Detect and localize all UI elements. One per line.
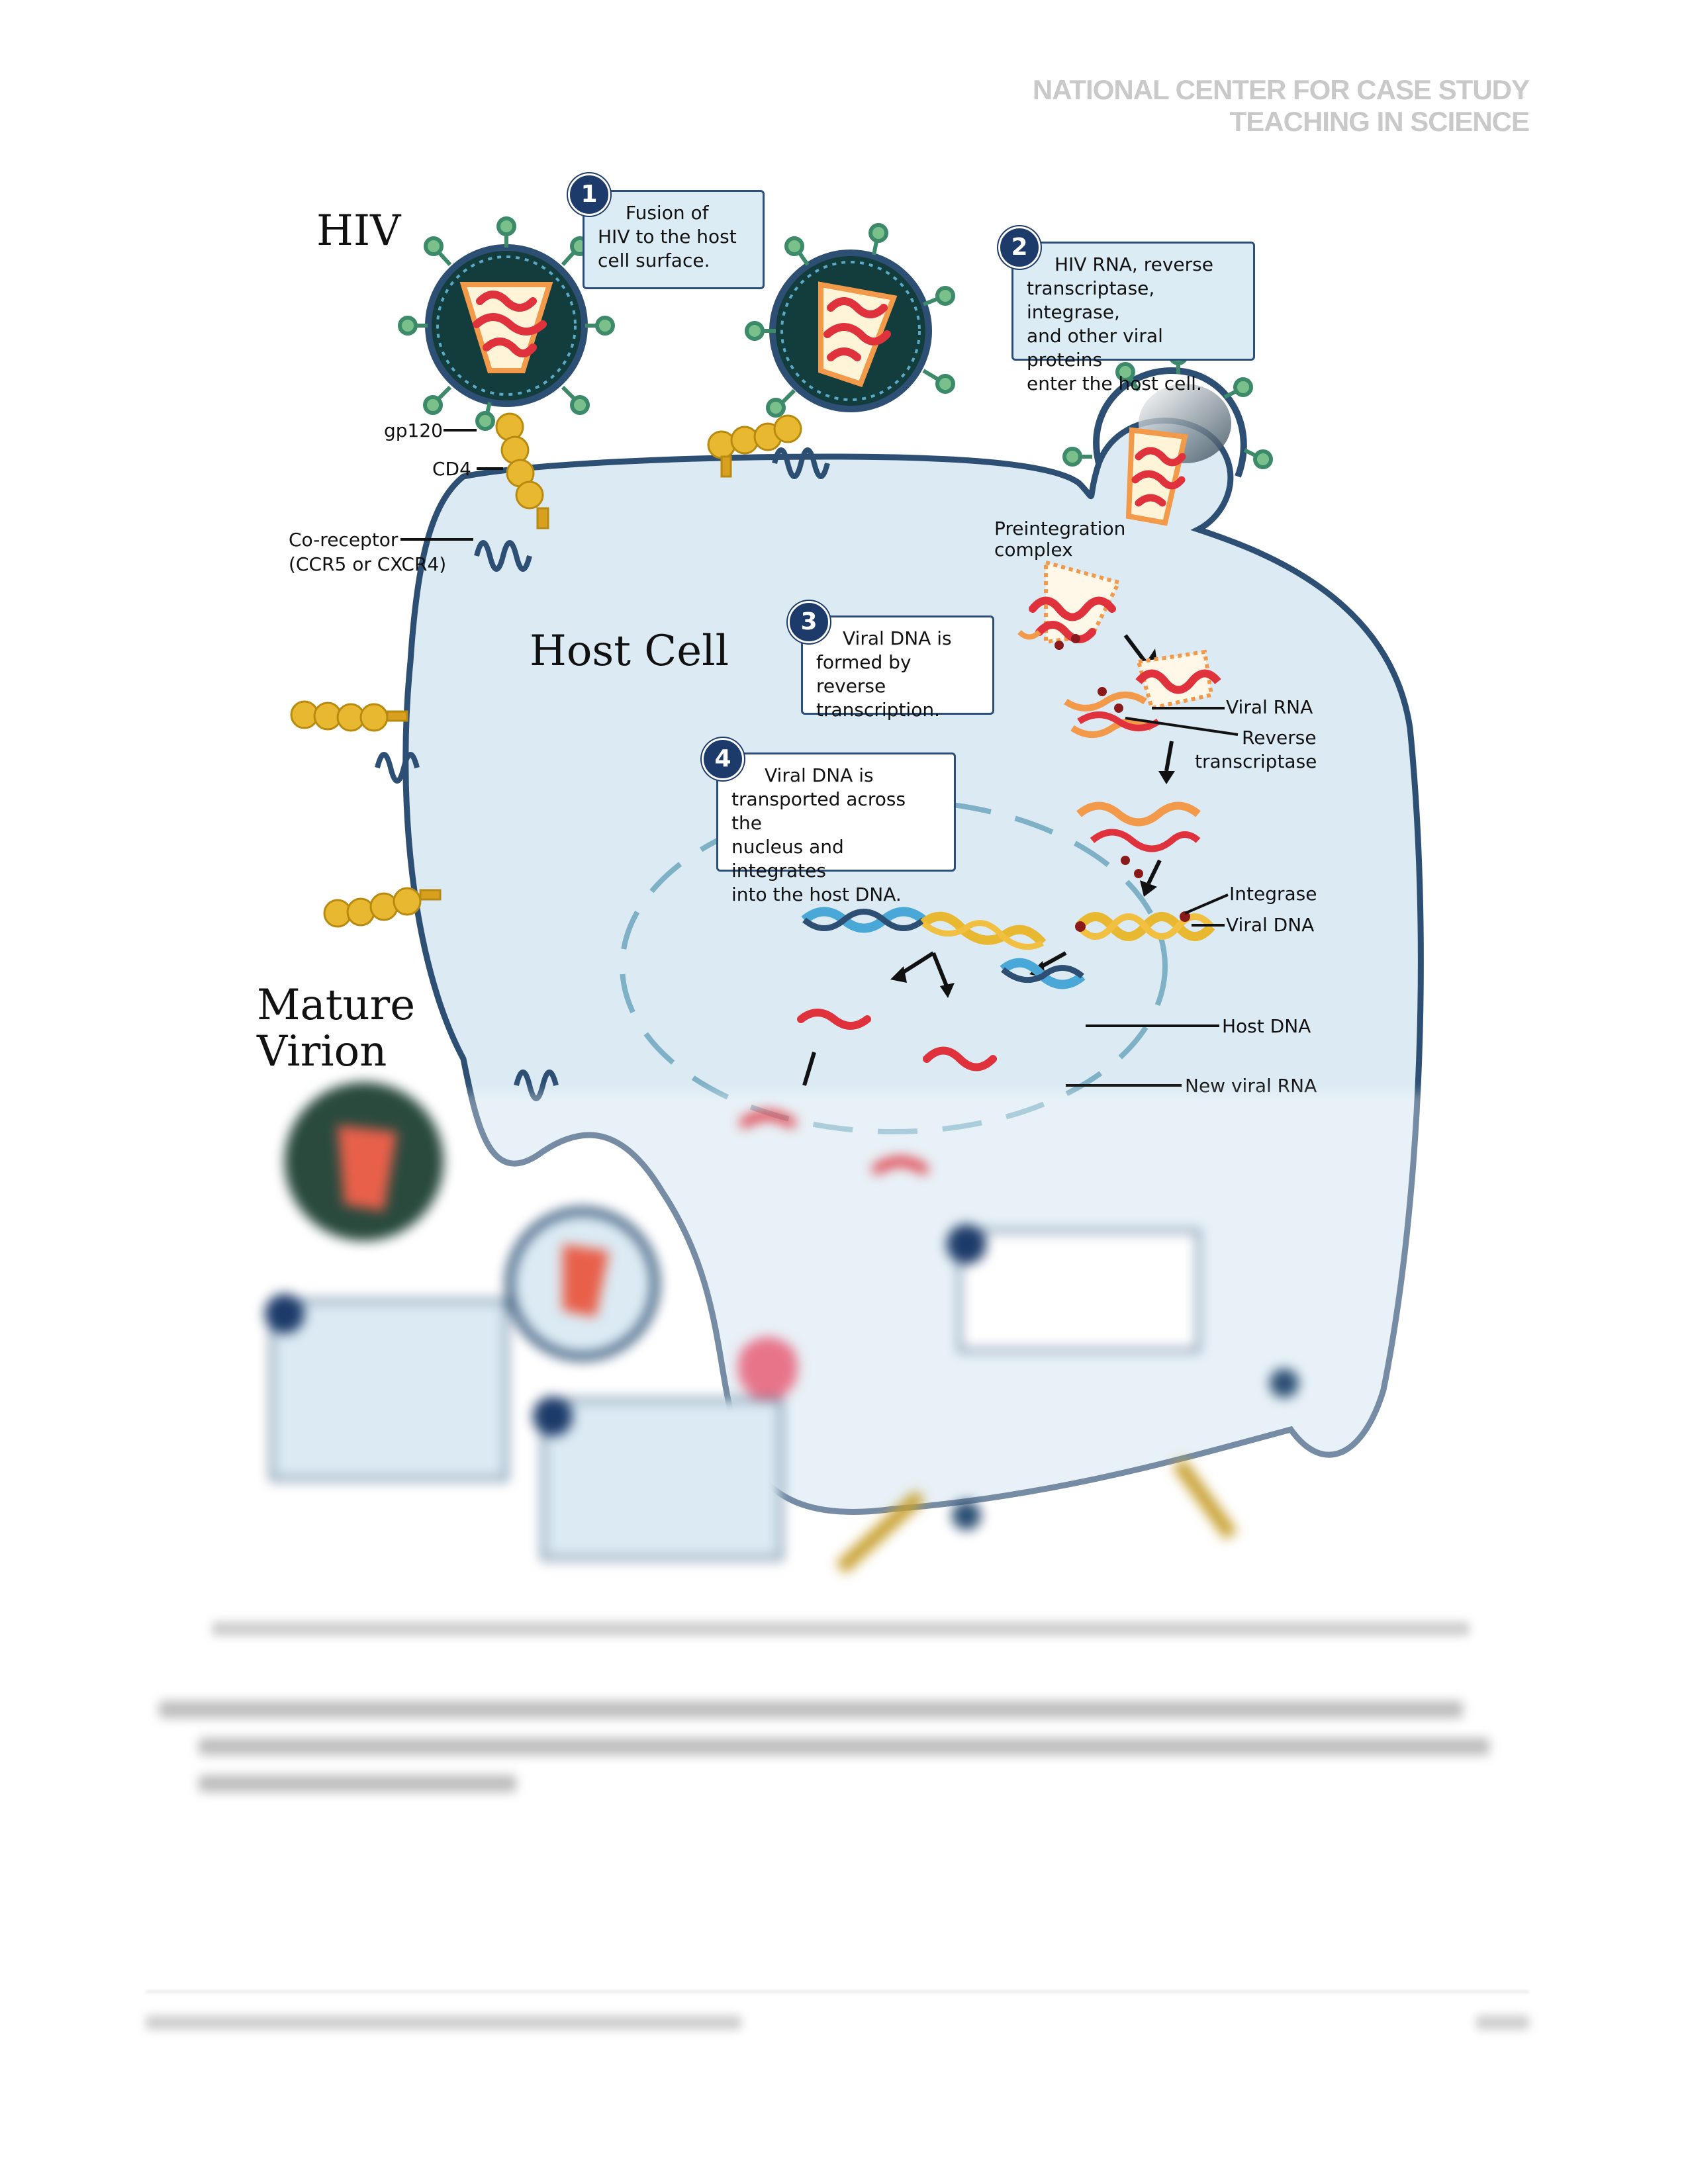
label-integrase: Integrase <box>1229 883 1317 905</box>
label-viral-dna: Viral DNA <box>1226 914 1314 936</box>
host-dna <box>801 907 1086 989</box>
hiv-replication-figure: HIV Host Cell Mature Virion gp120 CD4 Co… <box>238 206 1430 1574</box>
label-new-viral-rna: New viral RNA <box>1185 1075 1317 1097</box>
step-3-line-1: Viral DNA is <box>843 627 952 649</box>
cd4-receptor-2 <box>707 414 802 478</box>
cd4-receptor-1 <box>495 412 549 529</box>
footer-rule <box>146 1991 1529 1993</box>
step-4-line-2: transported across the <box>731 788 906 834</box>
step-3-line-2: formed by reverse <box>816 651 912 697</box>
step-2-box: HIV RNA, reverse transcriptase, integras… <box>1011 242 1255 394</box>
label-preintegration-2: complex <box>994 539 1073 561</box>
viral-dna-forming <box>1076 801 1201 878</box>
label-coreceptor-1: Co-receptor <box>289 529 399 551</box>
step-1-line-2: HIV to the host <box>598 226 737 248</box>
label-cd4: CD4 <box>432 458 471 480</box>
coreceptor-1 <box>474 540 532 572</box>
preintegration-complex <box>1017 560 1122 650</box>
step-4-number: 4 <box>702 738 744 780</box>
virion-2 <box>745 223 955 418</box>
step-4-box: Viral DNA is transported across the nucl… <box>716 752 956 905</box>
step-2-line-2: transcriptase, integrase, <box>1027 277 1155 323</box>
free-coreceptors <box>375 752 559 1101</box>
title-mature-virion-2: Virion <box>256 1027 387 1076</box>
step-3-number: 3 <box>788 601 830 643</box>
label-viral-rna: Viral RNA <box>1226 696 1313 718</box>
step-4-line-3: nucleus and integrates <box>731 836 844 882</box>
step-3-line-3: transcription. <box>816 699 940 721</box>
arrow-2 <box>1164 741 1174 772</box>
reverse-transcription <box>1064 649 1221 738</box>
virion-1 <box>398 216 615 431</box>
figure-caption-blurred <box>212 1621 1483 1636</box>
question-text-blurred <box>159 1701 1489 1792</box>
footer-left-blurred <box>146 2015 741 2030</box>
free-cd4-receptors <box>290 700 442 928</box>
viral-dna-integrase <box>1075 911 1215 941</box>
step-4-line-1: Viral DNA is <box>765 764 874 786</box>
step-3-box: Viral DNA is formed by reverse transcrip… <box>801 615 994 721</box>
arrow-1 <box>1123 634 1147 663</box>
label-preintegration-1: Preintegration <box>994 518 1125 539</box>
step-4-line-4: into the host DNA. <box>731 884 902 905</box>
arrow-6 <box>802 1052 816 1086</box>
arrow-3 <box>1147 859 1162 885</box>
coreceptor-2 <box>772 447 830 479</box>
label-host-dna: Host DNA <box>1222 1015 1311 1037</box>
label-coreceptor-2: (CCR5 or CXCR4) <box>289 553 446 575</box>
title-hiv: HIV <box>316 206 402 255</box>
label-gp120: gp120 <box>384 420 443 441</box>
step-1-box: Fusion of HIV to the host cell surface. <box>583 190 765 289</box>
step-2-line-1: HIV RNA, reverse <box>1055 253 1213 275</box>
label-reverse-1: Reverse <box>1242 727 1317 749</box>
new-viral-rna <box>797 1009 997 1071</box>
step-1-number: 1 <box>568 173 610 216</box>
step-2-line-4: enter the host cell. <box>1027 373 1202 394</box>
page-header: NATIONAL CENTER FOR CASE STUDY TEACHING … <box>1032 74 1530 137</box>
title-mature-virion-1: Mature <box>257 981 415 1030</box>
step-1-line-1: Fusion of <box>626 202 709 224</box>
step-2-line-3: and other viral proteins <box>1027 325 1163 371</box>
step-2-number: 2 <box>998 226 1041 269</box>
label-reverse-2: transcriptase <box>1195 751 1317 772</box>
step-1-line-3: cell surface. <box>598 250 710 271</box>
footer-page-number-blurred <box>1476 2015 1529 2030</box>
title-host-cell: Host Cell <box>530 627 729 676</box>
blurred-lower-figure <box>238 1082 1430 1574</box>
virion-entering <box>1062 345 1273 526</box>
